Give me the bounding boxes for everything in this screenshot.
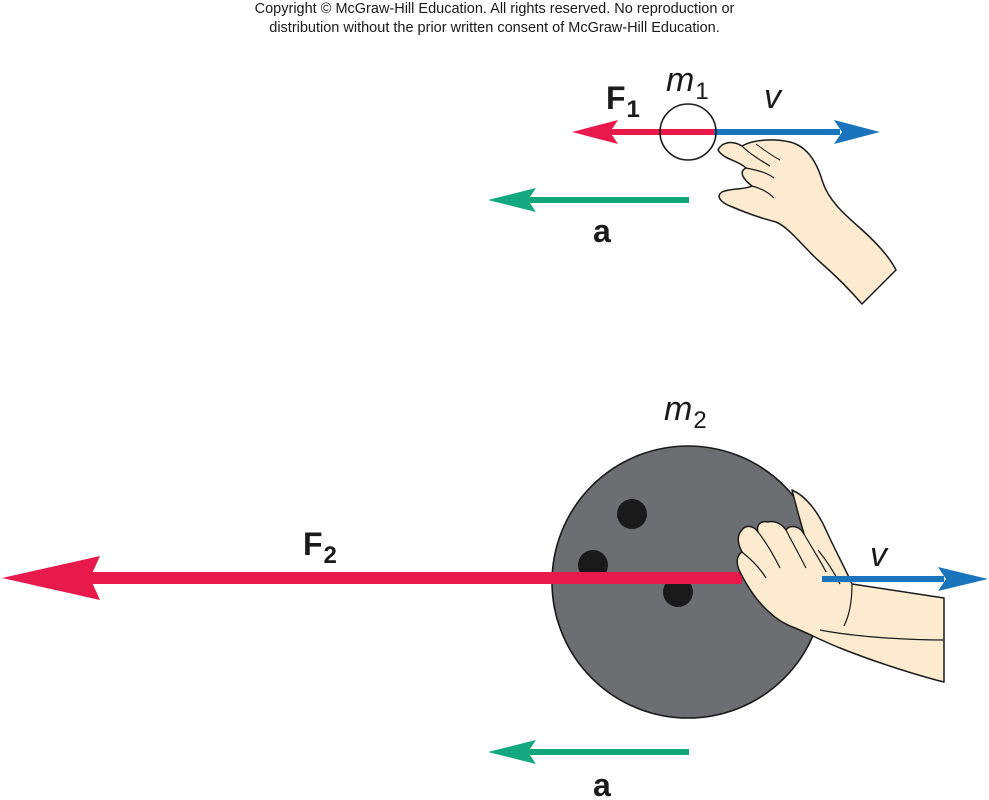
thumb-hole (663, 577, 693, 607)
label-a-bottom: a (593, 767, 611, 800)
top-panel: F1 m1 v a (488, 61, 897, 305)
label-v-bottom: v (870, 536, 889, 574)
copyright-line-2: distribution without the prior written c… (269, 20, 720, 36)
mass-m1-circle (659, 103, 717, 161)
label-f1: F1 (606, 80, 640, 123)
force-arrow-f2 (2, 556, 742, 600)
label-f2: F2 (303, 526, 337, 569)
force-arrow-f1 (572, 120, 716, 144)
hand-icon-bottom (736, 489, 945, 683)
velocity-arrow-top (714, 120, 880, 144)
label-m1: m1 (666, 61, 709, 105)
bottom-panel: F2 m2 v a (2, 390, 988, 800)
finger-hole (617, 499, 647, 529)
velocity-arrow-bottom (822, 567, 988, 591)
hand-icon-top (717, 139, 897, 305)
acceleration-arrow-bottom (488, 740, 689, 764)
label-v-top: v (764, 78, 783, 116)
acceleration-arrow-top (488, 188, 689, 212)
copyright-line-1: Copyright © McGraw-Hill Education. All r… (254, 1, 735, 17)
label-a-top: a (593, 213, 611, 249)
label-m2: m2 (664, 390, 707, 434)
copyright-notice: Copyright © McGraw-Hill Education. All r… (0, 0, 989, 38)
